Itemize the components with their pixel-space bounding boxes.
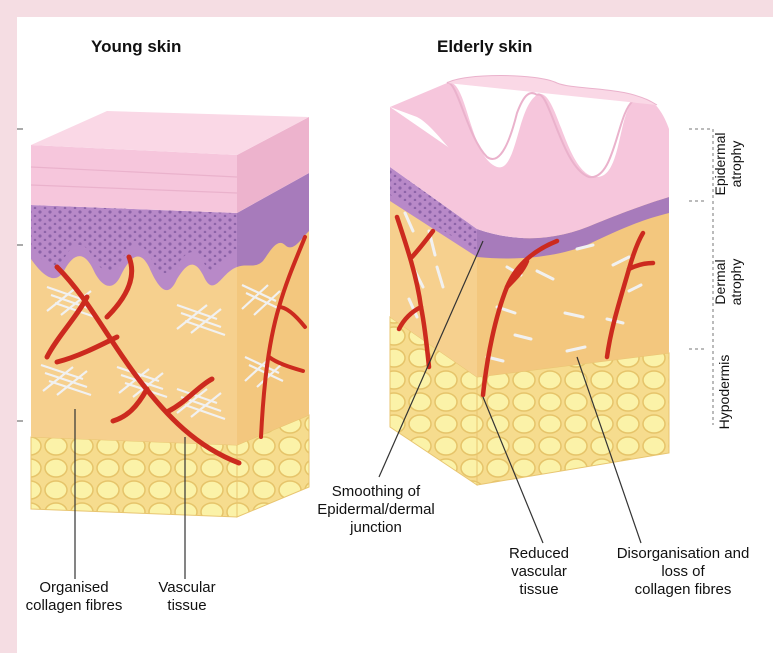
disorganisation-collagen-label: Disorganisation and loss of collagen fib…	[593, 545, 773, 599]
reduced-vascular-label: Reduced vascular tissue	[489, 545, 589, 599]
organised-collagen-label: Organised collagen fibres	[0, 579, 149, 615]
vascular-tissue-label: Vascular tissue	[137, 579, 237, 615]
smoothing-junction-label: Smoothing of Epidermal/dermal junction	[301, 483, 451, 537]
reduced-vascular-label-line3: tissue	[489, 581, 589, 599]
smoothing-junction-label-line1: Smoothing of	[301, 483, 451, 501]
elderly-skin-block	[390, 76, 713, 486]
smoothing-junction-label-line3: junction	[301, 519, 451, 537]
disorganisation-collagen-label-line3: collagen fibres	[593, 581, 773, 599]
organised-collagen-label-line2: collagen fibres	[0, 597, 149, 615]
dermal-atrophy-label-line1: Dermal	[712, 252, 728, 312]
young-skin-block	[17, 111, 309, 517]
disorganisation-collagen-label-line2: loss of	[593, 563, 773, 581]
smoothing-junction-label-line2: Epidermal/dermal	[301, 501, 451, 519]
vascular-tissue-label-line1: Vascular	[137, 579, 237, 597]
vascular-tissue-label-line2: tissue	[137, 597, 237, 615]
reduced-vascular-label-line2: vascular	[489, 563, 589, 581]
elderly-skin-title: Elderly skin	[437, 37, 532, 57]
epidermal-atrophy-label-line2: atrophy	[728, 124, 744, 204]
epidermal-atrophy-label-line1: Epidermal	[712, 124, 728, 204]
diagram-panel: Young skin Elderly skin Organised collag…	[17, 17, 773, 653]
young-skin-title: Young skin	[91, 37, 181, 57]
hypodermis-label: Hypodermis	[716, 350, 734, 434]
dermal-atrophy-label: Dermal atrophy	[712, 252, 746, 312]
epidermal-atrophy-label: Epidermal atrophy	[712, 124, 746, 204]
dermal-atrophy-label-line2: atrophy	[728, 252, 744, 312]
organised-collagen-label-line1: Organised	[0, 579, 149, 597]
reduced-vascular-label-line1: Reduced	[489, 545, 589, 563]
disorganisation-collagen-label-line1: Disorganisation and	[593, 545, 773, 563]
layer-bracket	[689, 129, 713, 425]
